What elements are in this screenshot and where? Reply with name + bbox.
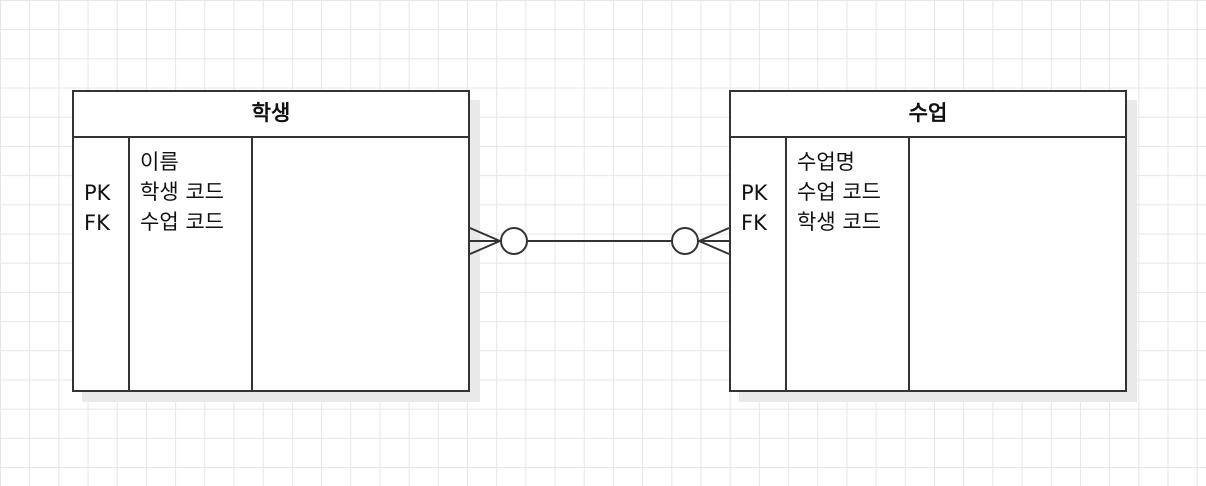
key-label-fk: FK bbox=[84, 211, 110, 235]
entity-body: PK FK 수업명 수업 코드 학생 코드 bbox=[731, 138, 1125, 390]
crows-foot-left-icon bbox=[469, 227, 501, 255]
key-label-fk: FK bbox=[741, 211, 767, 235]
entity-body: PK FK 이름 학생 코드 수업 코드 bbox=[74, 138, 468, 390]
key-label-pk: PK bbox=[741, 181, 768, 205]
attribute-student-code: 학생 코드 bbox=[140, 180, 224, 204]
entity-student[interactable]: 학생 PK FK 이름 학생 코드 수업 코드 bbox=[72, 90, 470, 392]
crows-foot-right-icon bbox=[698, 227, 730, 255]
attribute-class-code: 수업 코드 bbox=[797, 180, 881, 204]
key-column: PK FK bbox=[74, 138, 130, 390]
attribute-student-code: 학생 코드 bbox=[797, 210, 881, 234]
entity-class[interactable]: 수업 PK FK 수업명 수업 코드 학생 코드 bbox=[729, 90, 1127, 392]
key-column: PK FK bbox=[731, 138, 787, 390]
key-label-pk: PK bbox=[84, 181, 111, 205]
attribute-class-code: 수업 코드 bbox=[140, 210, 224, 234]
attribute-class-name: 수업명 bbox=[797, 150, 855, 174]
entity-title: 학생 bbox=[74, 92, 468, 138]
entity-title: 수업 bbox=[731, 92, 1125, 138]
zero-circle-right-icon bbox=[671, 227, 699, 255]
attribute-column: 수업명 수업 코드 학생 코드 bbox=[787, 138, 910, 390]
attribute-column: 이름 학생 코드 수업 코드 bbox=[130, 138, 253, 390]
zero-circle-left-icon bbox=[500, 227, 528, 255]
attribute-name: 이름 bbox=[140, 150, 179, 174]
